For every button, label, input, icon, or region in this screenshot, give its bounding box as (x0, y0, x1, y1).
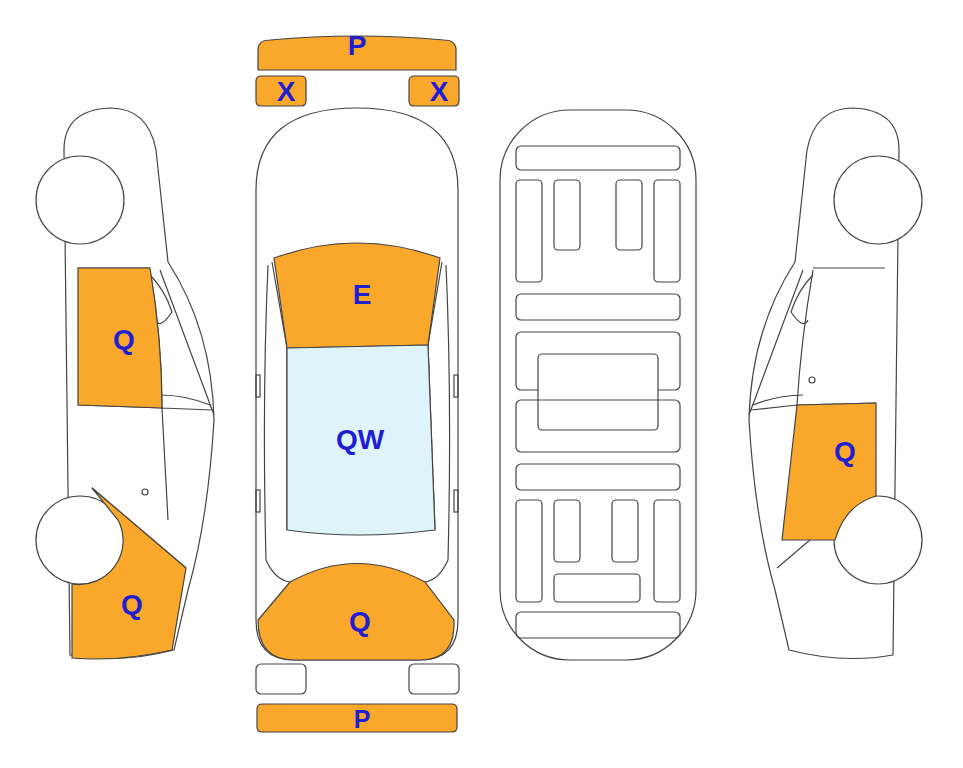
damage-code: QW (336, 426, 384, 454)
damage-code: Q (834, 438, 856, 466)
damage-code: Q (113, 326, 135, 354)
region-outline (257, 704, 457, 732)
right-side-view (749, 108, 922, 659)
underbody-view (500, 110, 696, 660)
damage-region: X (256, 76, 306, 106)
region-shape (782, 403, 878, 540)
region-outline (274, 243, 440, 348)
damage-region: Q (782, 403, 878, 540)
damage-region: X (409, 76, 459, 106)
top-view (256, 108, 459, 694)
region-outline (256, 76, 306, 106)
damage-region: Q (258, 548, 452, 660)
region-outline (258, 564, 454, 661)
region-shape (258, 548, 452, 660)
damage-region: Q (70, 488, 188, 662)
damage-region: QW (287, 345, 435, 540)
damage-region: P (257, 704, 457, 732)
region-outline (782, 403, 876, 540)
region-outline (78, 268, 162, 408)
damage-code: P (354, 707, 371, 732)
damage-code: X (277, 78, 296, 106)
region-shape (70, 488, 188, 662)
damage-region: P (256, 36, 458, 72)
region-outline (409, 76, 459, 106)
damage-code: Q (349, 608, 371, 636)
left-side-view (36, 108, 214, 659)
damage-code: Q (121, 591, 143, 619)
damage-region: E (272, 228, 442, 350)
region-outline (72, 488, 186, 659)
damage-code: X (430, 78, 449, 106)
damage-code: P (348, 32, 367, 60)
damage-region: Q (78, 268, 164, 410)
damage-code: E (353, 281, 372, 309)
region-outline (287, 345, 435, 535)
